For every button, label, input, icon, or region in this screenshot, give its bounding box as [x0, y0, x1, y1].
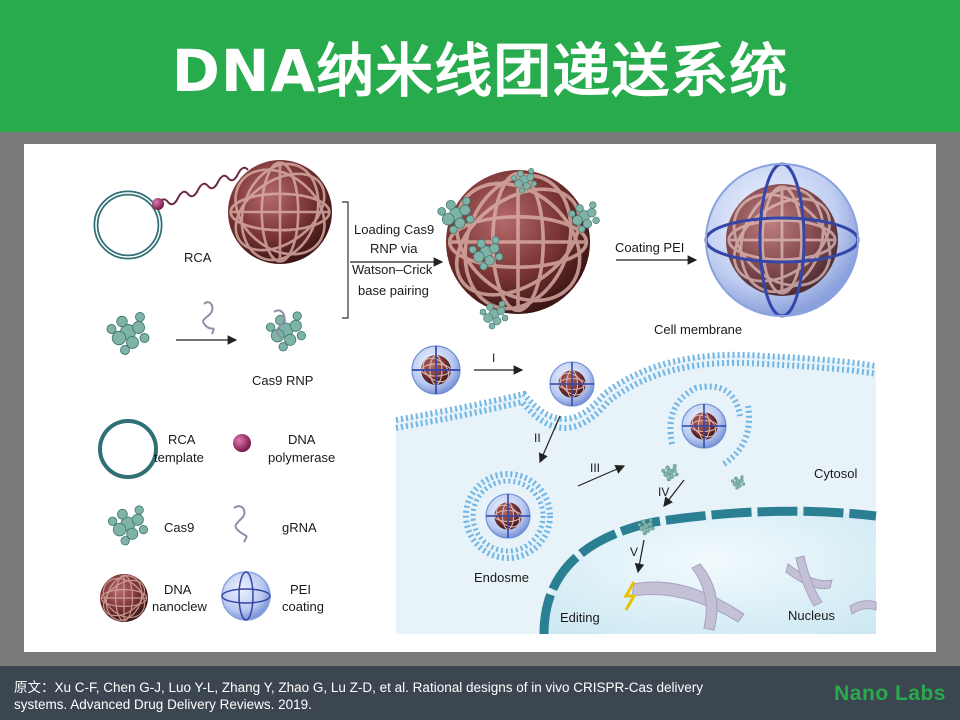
legend-pol-1: DNA	[288, 432, 316, 447]
step-iii-arrow	[577, 464, 626, 487]
diagram-panel: RCA Loading Cas9 RNP via Watson–Crick ba…	[24, 144, 936, 652]
legend-rca-2: template	[154, 450, 204, 465]
endosomal-escape	[667, 383, 752, 467]
cell	[395, 351, 877, 635]
editing-label: Editing	[560, 610, 600, 625]
endosome	[463, 471, 553, 561]
step-iv-label: IV	[658, 485, 669, 499]
legend-clew-2: nanoclew	[152, 599, 208, 614]
coating-label: Coating PEI	[615, 240, 684, 255]
legend-cas9-icon	[107, 505, 149, 546]
legend-pol-2: polymerase	[268, 450, 335, 465]
grna-strand	[202, 301, 215, 335]
editing-bolt	[623, 581, 637, 611]
legend-pei-icon	[221, 571, 271, 621]
legend-polymerase-icon	[233, 434, 251, 452]
loading-label-1: Loading Cas9	[354, 222, 434, 237]
cytosol-label: Cytosol	[814, 466, 857, 481]
legend-grna: gRNA	[282, 520, 317, 535]
cell-membrane-label: Cell membrane	[654, 322, 742, 337]
nucleus	[539, 506, 877, 635]
chromosomes	[631, 555, 877, 631]
dna-polymerase-bead	[152, 198, 164, 210]
cas9-protein	[106, 312, 150, 355]
step-iv-arrow	[663, 479, 685, 507]
dna-nanoclew	[217, 151, 343, 273]
step-v-label: V	[630, 545, 638, 559]
cas9-rnp	[265, 309, 307, 352]
loading-label-4: base pairing	[358, 283, 429, 298]
loading-label-3: Watson–Crick	[352, 262, 433, 277]
legend-cas9: Cas9	[164, 520, 194, 535]
legend-pei-1: PEI	[290, 582, 311, 597]
citation-text: 原文：Xu C-F, Chen G-J, Luo Y-L, Zhang Y, Z…	[14, 680, 704, 712]
step-i-label: I	[492, 351, 495, 365]
rca-product-strand	[157, 166, 249, 206]
step-iii-label: III	[590, 461, 600, 475]
rca-template-ring	[93, 190, 163, 260]
cas9-rnp-label: Cas9 RNP	[252, 373, 313, 388]
legend-rca-1: RCA	[168, 432, 196, 447]
nanoparticle-entering	[550, 362, 594, 406]
legend-pei-2: coating	[282, 599, 324, 614]
pei-coated-nanoclew	[704, 162, 860, 318]
legend: RCA template DNA polymerase Cas9 gRNA DN…	[95, 419, 335, 627]
rca-label: RCA	[184, 250, 212, 265]
footer-bar: 原文：Xu C-F, Chen G-J, Luo Y-L, Zhang Y, Z…	[0, 666, 960, 720]
legend-nanoclew-icon	[95, 569, 153, 627]
nanoparticle-outside	[412, 346, 460, 394]
legend-rca-icon	[98, 419, 158, 479]
brand-logo-text: Nano Labs	[834, 682, 946, 705]
legend-clew-1: DNA	[164, 582, 192, 597]
step-v-arrow	[634, 539, 645, 574]
loaded-nanoclew	[431, 157, 605, 330]
cell-membrane	[395, 351, 877, 423]
nucleus-label: Nucleus	[788, 608, 835, 623]
endosome-label: Endosme	[474, 570, 529, 585]
title-bar: DNA纳米线团递送系统	[0, 0, 960, 132]
loading-label-2: RNP via	[370, 241, 418, 256]
slide-title: DNA纳米线团递送系统	[171, 37, 789, 105]
step-ii-arrow	[538, 415, 561, 464]
legend-grna-icon	[233, 505, 248, 543]
bracket	[342, 201, 349, 319]
step-ii-label: II	[534, 431, 541, 445]
nanoclew-delivery-diagram: RCA Loading Cas9 RNP via Watson–Crick ba…	[93, 151, 877, 635]
